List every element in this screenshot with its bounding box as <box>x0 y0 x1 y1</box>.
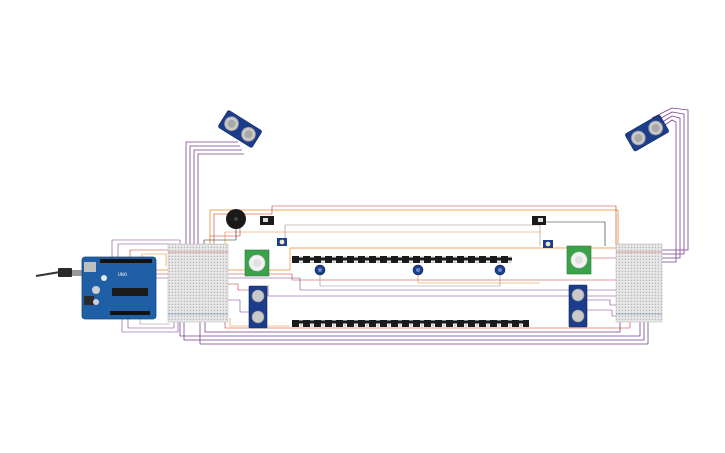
wire-mid-gray <box>319 270 501 287</box>
pir-sensor-left[interactable] <box>244 249 270 277</box>
wire-right-purple-2 <box>585 309 620 317</box>
potentiometer-1[interactable] <box>314 264 326 276</box>
usb-cable <box>35 268 84 277</box>
wire-top-orange <box>209 209 619 246</box>
ultrasonic-sensor-left[interactable] <box>218 110 263 148</box>
pir-sensor-right[interactable] <box>566 245 592 275</box>
wire-top-orange-2 <box>224 231 540 245</box>
potentiometer-2[interactable] <box>412 264 424 276</box>
wire-bundle-right-ultrasonic <box>650 107 689 263</box>
analog-header <box>110 311 150 315</box>
arduino-board-icon: UNO <box>118 272 127 277</box>
led-strip-bottom[interactable] <box>292 320 529 327</box>
breadboard-icon <box>615 243 663 323</box>
slide-switch-left[interactable] <box>260 216 274 225</box>
potentiometer-3[interactable] <box>494 264 506 276</box>
reset-button <box>101 275 107 281</box>
wire-bottom-orange <box>229 318 290 327</box>
capacitor <box>92 286 100 294</box>
wire-top-gray <box>284 224 541 246</box>
wire-right-purple <box>585 299 620 306</box>
ultrasonic-sensor-right[interactable] <box>625 114 670 152</box>
wire-bundle-left-ultrasonic <box>185 141 244 245</box>
neopixel-strip-icon <box>292 320 529 327</box>
wire-buzzer-red <box>210 228 241 237</box>
wire-mid-orange-2 <box>417 270 540 284</box>
breadboard-left[interactable] <box>167 243 229 323</box>
usb-plug-icon <box>58 268 72 277</box>
breadboard-right[interactable] <box>615 243 663 323</box>
wire-top-red <box>213 205 617 246</box>
arduino-uno[interactable]: UNO <box>81 256 157 320</box>
wire-mid-purple-2 <box>267 285 620 297</box>
neopixel-strip-icon <box>292 256 512 263</box>
slide-switch-right[interactable] <box>532 216 546 225</box>
ultrasonic-sensor-icon <box>625 114 669 152</box>
wire-right-black <box>545 221 606 246</box>
photoresistor-right[interactable] <box>543 240 553 248</box>
piezo-buzzer[interactable] <box>226 209 246 229</box>
usb-port <box>84 262 96 272</box>
breadboard-icon <box>167 243 229 323</box>
atmega-chip <box>112 288 148 296</box>
led-strip-top[interactable] <box>292 256 512 263</box>
gas-sensor-left[interactable] <box>248 285 268 329</box>
digital-header <box>100 259 152 263</box>
photoresistor-left[interactable] <box>277 238 287 246</box>
power-jack <box>84 296 94 305</box>
gas-sensor-right[interactable] <box>568 284 588 328</box>
